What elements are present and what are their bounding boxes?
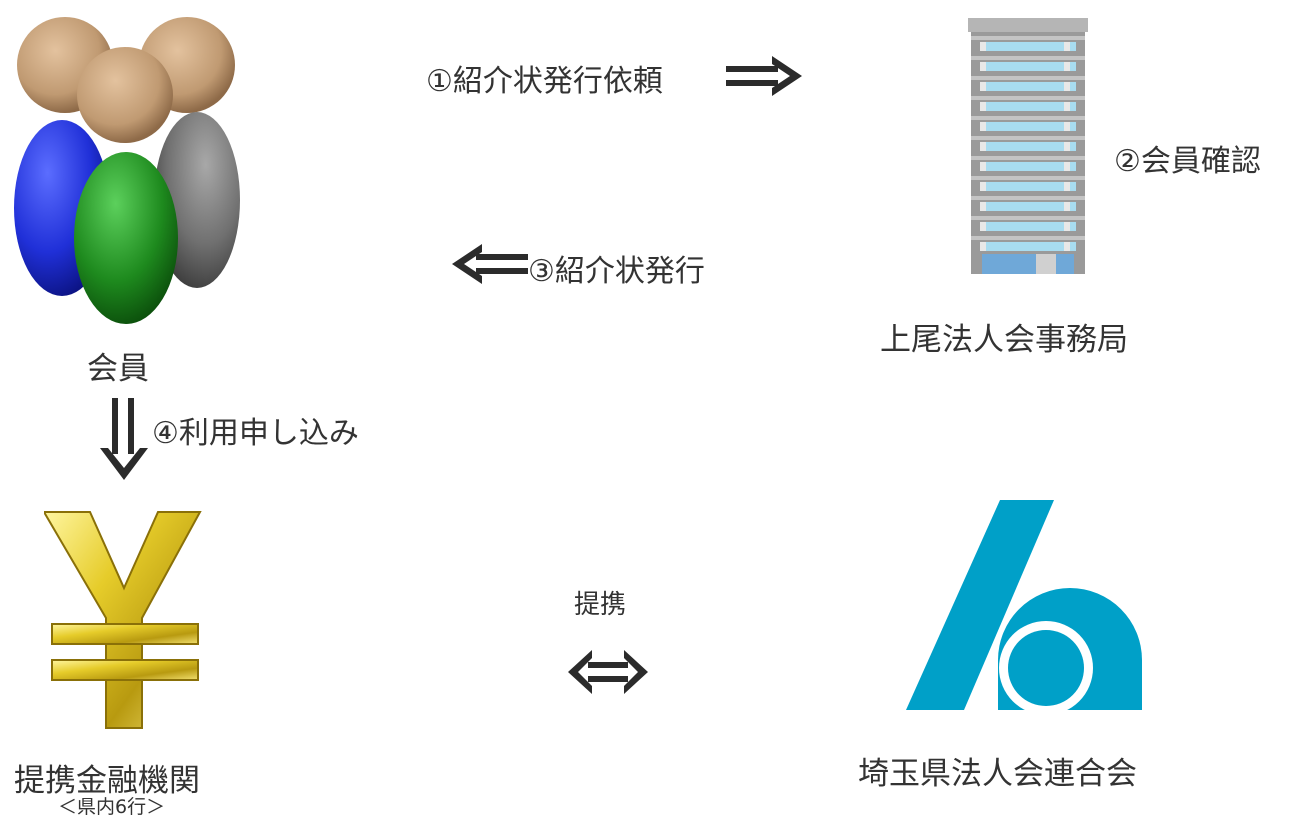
partnership-label: 提携: [574, 590, 627, 620]
bank-label: 提携金融機関: [14, 763, 200, 799]
step1-label: ①紹介状発行依頼: [426, 64, 663, 99]
yen-icon: [44, 508, 204, 738]
step3-label: ③紹介状発行: [528, 254, 705, 289]
members-group-icon: [10, 10, 250, 330]
federation-logo-icon: [904, 500, 1144, 712]
federation-label: 埼玉県法人会連合会: [858, 756, 1137, 792]
office-building-icon: [968, 18, 1088, 278]
members-label: 会員: [87, 351, 149, 387]
step2-label: ②会員確認: [1114, 144, 1261, 179]
left-arrow-icon: [450, 242, 528, 286]
double-arrow-icon: [566, 648, 650, 696]
office-label: 上尾法人会事務局: [880, 322, 1128, 358]
right-arrow-icon: [726, 54, 804, 98]
step4-label: ④利用申し込み: [152, 416, 359, 451]
down-arrow-icon: [98, 398, 150, 482]
bank-sublabel: ＜県内6行＞: [58, 796, 166, 818]
